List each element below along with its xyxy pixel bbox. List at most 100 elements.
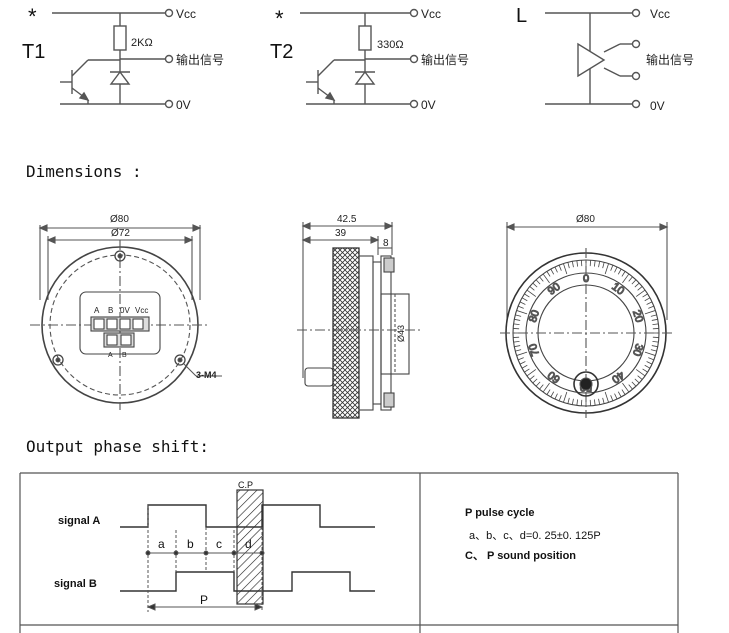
dial-tick bbox=[594, 260, 596, 267]
dial-tick bbox=[563, 263, 568, 275]
dial-tick bbox=[513, 341, 520, 343]
dial-tick bbox=[644, 310, 656, 315]
dial-tick bbox=[644, 297, 651, 302]
dial-tick bbox=[617, 268, 622, 275]
dial-tick bbox=[594, 399, 596, 406]
dial-tick bbox=[550, 268, 555, 275]
dial-number: 0 bbox=[583, 273, 589, 285]
dial-tick bbox=[550, 391, 555, 398]
dial-tick bbox=[516, 351, 528, 356]
dial-tick bbox=[516, 310, 528, 315]
dial-tick bbox=[622, 382, 630, 393]
dial-tick bbox=[526, 289, 537, 297]
side-body-length: 39 bbox=[335, 228, 347, 239]
dial-tick bbox=[576, 399, 578, 406]
t2-resistor-label: 330Ω bbox=[377, 39, 404, 51]
dial-tick bbox=[604, 391, 609, 403]
dial-tick bbox=[576, 260, 578, 267]
dial-tick bbox=[519, 301, 526, 305]
dial-tick bbox=[614, 393, 618, 400]
dial-tick bbox=[521, 297, 528, 302]
dial-tick bbox=[514, 318, 521, 321]
dial-tick bbox=[542, 273, 550, 284]
dial-tick bbox=[546, 389, 551, 395]
back-inner-dia: Ø72 bbox=[111, 228, 130, 239]
dial-tick bbox=[513, 323, 520, 325]
dial-tick bbox=[642, 293, 648, 298]
dial-tick bbox=[644, 351, 656, 356]
dial-tick bbox=[571, 398, 574, 405]
dial-tick bbox=[558, 264, 562, 271]
dial-tick bbox=[635, 369, 646, 377]
l-output-label: 输出信号 bbox=[646, 52, 694, 67]
dial-number: 60 bbox=[546, 368, 563, 385]
side-total-length: 42.5 bbox=[337, 214, 357, 225]
legend-line-3: C、 P sound position bbox=[465, 550, 576, 562]
dial-tick bbox=[652, 323, 659, 325]
signal-b-waveform bbox=[120, 571, 375, 592]
l-vcc-label: Vcc bbox=[650, 7, 670, 21]
dial-tick bbox=[651, 345, 658, 348]
front-view: Ø80 0102030405060708090 bbox=[500, 214, 672, 418]
dial-number: 70 bbox=[527, 342, 542, 357]
dial-tick bbox=[642, 368, 648, 373]
dial-number: 80 bbox=[527, 309, 542, 324]
dial-tick bbox=[637, 286, 643, 291]
circuit-t2: * T2 Vcc 330Ω 输出信号 0V bbox=[270, 6, 469, 112]
dial-tick bbox=[517, 305, 524, 309]
terminal-0v: 0V bbox=[120, 306, 130, 315]
circuit-l: L Vcc 输出信号 0V bbox=[516, 5, 694, 113]
dial-tick bbox=[652, 341, 659, 343]
dial-tick bbox=[602, 262, 605, 269]
t2-vcc-label: Vcc bbox=[421, 7, 441, 21]
signal-b-label: signal B bbox=[54, 578, 97, 590]
dial-tick bbox=[631, 279, 637, 285]
dial-tick bbox=[529, 375, 535, 380]
dial-tick bbox=[614, 266, 618, 273]
dial-tick bbox=[631, 381, 637, 387]
dial-tick bbox=[650, 314, 657, 317]
dial-tick bbox=[634, 282, 640, 288]
period-label: P bbox=[200, 593, 208, 607]
dial-tick bbox=[542, 382, 550, 393]
dial-tick bbox=[621, 389, 626, 395]
l-label: L bbox=[516, 5, 527, 27]
dial-tick bbox=[532, 282, 538, 288]
dial-tick bbox=[602, 397, 605, 404]
dial-tick bbox=[546, 271, 551, 277]
phase-heading: Output phase shift: bbox=[26, 437, 209, 456]
t1-label: T1 bbox=[22, 41, 45, 63]
dial-tick bbox=[651, 318, 658, 321]
dial-tick bbox=[558, 395, 562, 402]
dial-tick bbox=[563, 391, 568, 403]
terminal-a: A bbox=[94, 306, 100, 315]
t1-resistor-label: 2KΩ bbox=[131, 37, 153, 49]
dial-tick bbox=[529, 286, 535, 291]
dial-number: 40 bbox=[609, 368, 626, 385]
legend-line-2: a、b、c、d=0. 25±0. 125P bbox=[469, 530, 601, 542]
circuit-t1: * T1 Vcc 2KΩ 输出信号 0V bbox=[22, 4, 224, 112]
l-ground-label: 0V bbox=[650, 99, 665, 113]
interval-c: c bbox=[216, 537, 222, 551]
dial-tick bbox=[598, 261, 601, 268]
dial-tick bbox=[604, 263, 609, 275]
dial-tick bbox=[535, 279, 541, 285]
t2-star: * bbox=[275, 6, 284, 31]
dial-tick bbox=[621, 271, 626, 277]
dial-tick bbox=[532, 378, 538, 384]
side-flange: 8 bbox=[383, 238, 389, 249]
dial-tick bbox=[646, 361, 653, 365]
dial-tick bbox=[515, 349, 522, 352]
t2-output-label: 输出信号 bbox=[421, 52, 469, 67]
dial-tick bbox=[521, 364, 528, 369]
dial-tick bbox=[617, 391, 622, 398]
dial-tick bbox=[646, 301, 653, 305]
t2-ground-label: 0V bbox=[421, 98, 436, 112]
dial-tick bbox=[539, 384, 544, 390]
front-outer-dia: Ø80 bbox=[576, 214, 595, 225]
interval-a: a bbox=[158, 537, 165, 551]
side-view: 42.5 39 8 Ø43 bbox=[297, 214, 420, 419]
dial-tick bbox=[571, 261, 574, 268]
interval-d: d bbox=[245, 537, 252, 551]
